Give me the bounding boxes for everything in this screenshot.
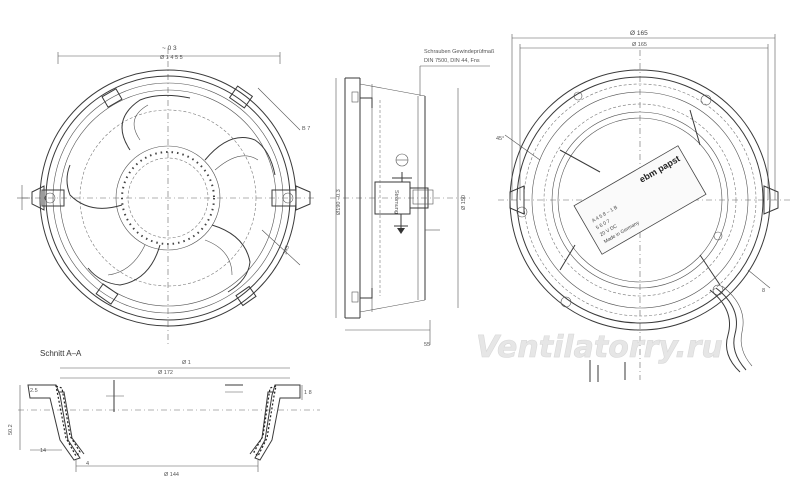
side-view: Strömung Schrauben Gewindeprüfmaß DIN 75… bbox=[330, 49, 495, 348]
section-dim-left4: 4 bbox=[86, 461, 89, 467]
back-dim-left: 45° bbox=[496, 136, 504, 142]
section-dim-top: Ø 1 bbox=[182, 360, 191, 366]
section-dim-left2: 50.2 bbox=[8, 424, 14, 435]
section-dim-left1: 2.5 bbox=[30, 388, 38, 394]
section-dim-right: 1 8 bbox=[304, 390, 312, 396]
side-dim-bottom: 55 bbox=[424, 342, 430, 348]
back-dim-top1: Ø 165 bbox=[630, 30, 648, 37]
front-view: ~ 0 3 Ø 1 4 5 5 145 bbox=[17, 45, 315, 345]
section-dim-bottom: Ø 144 bbox=[164, 472, 179, 478]
section-view: Schnitt A–A Ø 1 Ø 172 Ø 144 2.5 50.2 14 … bbox=[8, 349, 320, 478]
back-dim-right: 8 bbox=[762, 288, 765, 294]
front-dim-right: 145 bbox=[282, 245, 291, 256]
section-dim-mid: Ø 172 bbox=[158, 370, 173, 376]
side-note-line1: Schrauben Gewindeprüfmaß bbox=[424, 49, 495, 55]
side-note-line2: DIN 7500, DIN 44, Fns bbox=[424, 58, 480, 64]
section-dim-left3: 14 bbox=[40, 448, 46, 454]
watermark: Ventilatorry.ru bbox=[476, 330, 723, 365]
back-dim-top2: Ø 165 bbox=[632, 42, 647, 48]
back-view: Ø 165 Ø 165 ebm papst A 4 5 8 – 1 B bbox=[496, 30, 790, 382]
side-dim-right: Ø 150 bbox=[461, 195, 467, 210]
front-dim-top2: Ø 1 4 5 5 bbox=[160, 55, 183, 61]
front-dim-top: ~ 0 3 bbox=[162, 45, 177, 52]
side-dim-height: Ø190 –0.3 bbox=[336, 189, 342, 215]
section-title: Schnitt A–A bbox=[40, 349, 82, 358]
side-flow-label: Strömung bbox=[393, 190, 399, 214]
front-dim-left: B 7 bbox=[302, 126, 310, 132]
